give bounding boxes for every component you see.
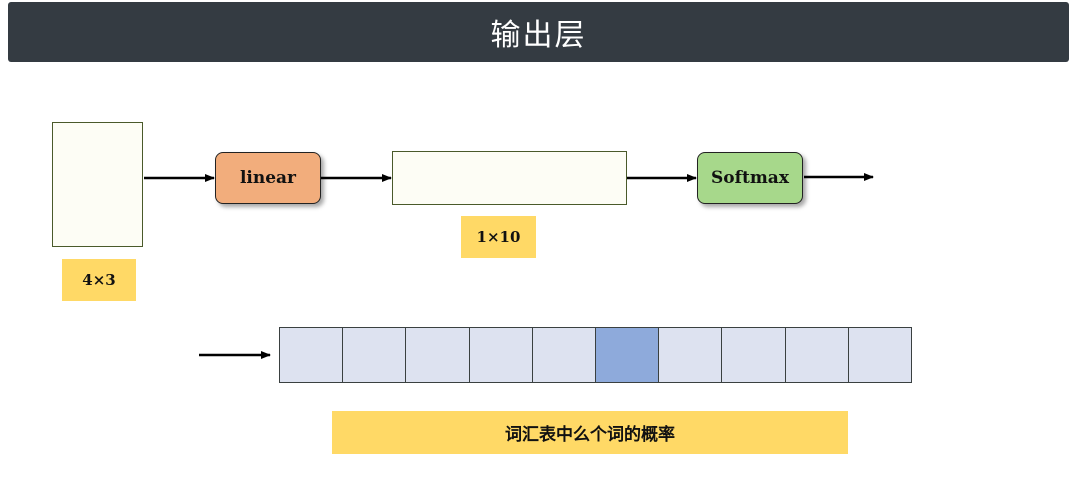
probability-cell-highlighted (596, 328, 660, 382)
probability-cell (659, 328, 723, 382)
probability-cell (406, 328, 470, 382)
softmax-node: Softmax (697, 152, 803, 204)
probability-cell (280, 328, 344, 382)
linear-node: linear (215, 152, 321, 204)
probability-cell (469, 328, 533, 382)
title-bar: 输出层 (8, 2, 1069, 62)
probability-cell (532, 328, 597, 382)
probability-cell (343, 328, 407, 382)
probability-row (279, 327, 912, 383)
page-title: 输出层 (490, 18, 587, 53)
output-size-label: 1×10 (461, 216, 536, 258)
probability-cell (722, 328, 786, 382)
vocab-probability-caption: 词汇表中么个词的概率 (332, 411, 848, 454)
probability-cell (785, 328, 849, 382)
probability-cell (848, 328, 912, 382)
input-matrix-box (52, 122, 143, 247)
output-vector-box (392, 151, 627, 205)
input-size-label: 4×3 (62, 259, 136, 301)
